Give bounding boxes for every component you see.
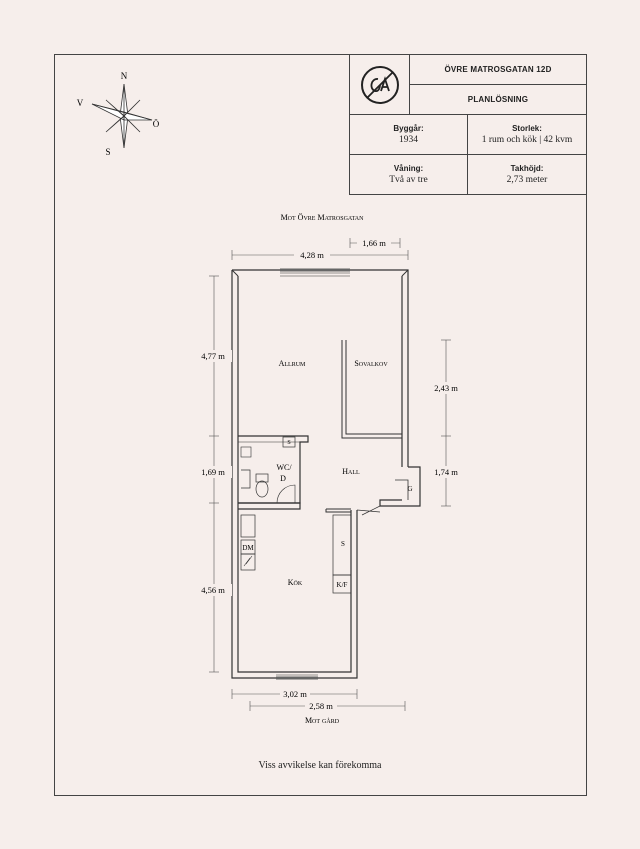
info-label: Byggår: xyxy=(393,124,424,133)
dim-top-window: 1,66 m xyxy=(362,238,386,248)
closet-s-wc: S xyxy=(287,440,290,446)
room-allrum: Allrum xyxy=(279,359,306,368)
info-size: Storlek: 1 rum och kök | 42 kvm xyxy=(467,115,586,155)
info-built-year: Byggår: 1934 xyxy=(349,115,467,155)
dim-left-mid: 1,69 m xyxy=(201,467,225,477)
info-label: Storlek: xyxy=(512,124,542,133)
info-value: Två av tre xyxy=(389,175,428,185)
top-street-label: Mot Övre Matrosgatan xyxy=(281,213,365,222)
dimension-lines xyxy=(209,238,451,711)
info-value: 1934 xyxy=(399,135,418,145)
dim-bottom-right: 2,58 m xyxy=(309,701,333,711)
dim-right-mid: 1,74 m xyxy=(434,467,458,477)
room-sovalkov: Sovalkov xyxy=(354,359,388,368)
page-frame xyxy=(54,54,587,796)
closet-s-kitchen: S xyxy=(341,540,345,548)
info-floor: Våning: Två av tre xyxy=(349,155,467,195)
logo-cell xyxy=(349,55,409,115)
room-wc-d: D xyxy=(280,474,286,483)
compass-south: S xyxy=(105,147,110,157)
fridge-freezer-label: K/F xyxy=(337,581,348,589)
info-ceiling-height: Takhöjd: 2,73 meter xyxy=(467,155,586,195)
compass-north: N xyxy=(121,71,128,81)
room-wc: WC/ xyxy=(276,463,292,472)
room-kok: Kök xyxy=(288,578,303,587)
address-cell: ÖVRE MATROSGATAN 12D xyxy=(409,55,586,85)
cafe-logo-icon xyxy=(360,65,399,104)
subtitle-cell: PLANLÖSNING xyxy=(409,85,586,115)
dim-left-top: 4,77 m xyxy=(201,351,225,361)
bottom-yard-label: Mot gård xyxy=(305,716,340,725)
room-hall: Hall xyxy=(342,467,360,476)
compass-east: Ö xyxy=(153,119,160,129)
info-table: ÖVRE MATROSGATAN 12D PLANLÖSNING Byggår:… xyxy=(349,55,586,195)
dim-bottom-width: 3,02 m xyxy=(283,689,307,699)
info-label: Våning: xyxy=(393,164,424,173)
compass-west: V xyxy=(77,98,84,108)
apartment-walls xyxy=(231,268,421,680)
info-label: Takhöjd: xyxy=(510,164,544,173)
info-value: 1 rum och kök | 42 kvm xyxy=(481,135,573,145)
dim-left-bottom: 4,56 m xyxy=(201,585,225,595)
disclaimer-text: Viss avvikelse kan förekomma xyxy=(258,760,382,771)
closet-g: G xyxy=(407,485,412,493)
plan-subtitle: PLANLÖSNING xyxy=(467,95,529,104)
dim-top-width: 4,28 m xyxy=(300,250,324,260)
dim-right-top: 2,43 m xyxy=(434,383,458,393)
compass-rose-icon xyxy=(91,83,153,149)
dishwasher-label: DM xyxy=(242,544,254,552)
info-value: 2,73 meter xyxy=(506,175,548,185)
address-title: ÖVRE MATROSGATAN 12D xyxy=(444,65,552,74)
